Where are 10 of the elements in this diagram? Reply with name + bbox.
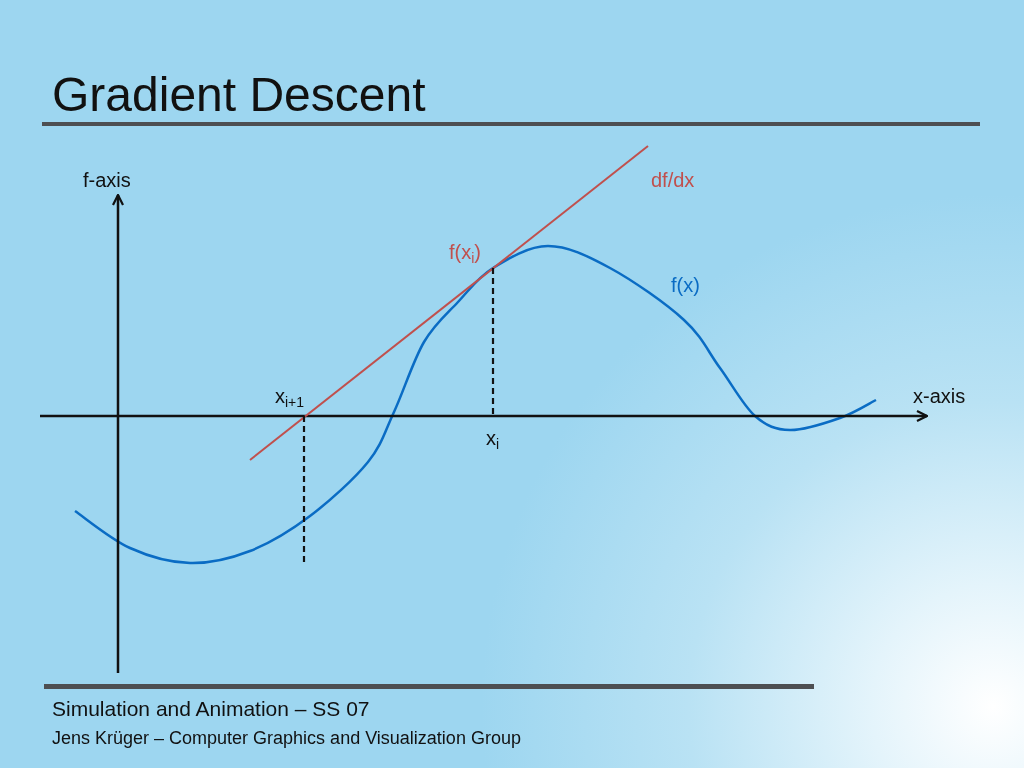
footer-text: Jens Krüger – Computer Graphics and Visualization Group [52, 728, 521, 750]
footer-text: Simulation and Animation – SS 07 [52, 696, 370, 722]
slide-title: Gradient Descent [52, 67, 426, 123]
axis-label: x-axis [913, 384, 966, 408]
point-label: x$_{i+1}$ [275, 384, 305, 408]
point-label: f(x$_{i}$) [449, 240, 481, 264]
axis-label: f-axis [83, 168, 131, 192]
curve-label: f(x) [671, 273, 700, 297]
curve-label: df/dx [651, 168, 695, 192]
point-label: x$_{i}$ [486, 426, 500, 450]
